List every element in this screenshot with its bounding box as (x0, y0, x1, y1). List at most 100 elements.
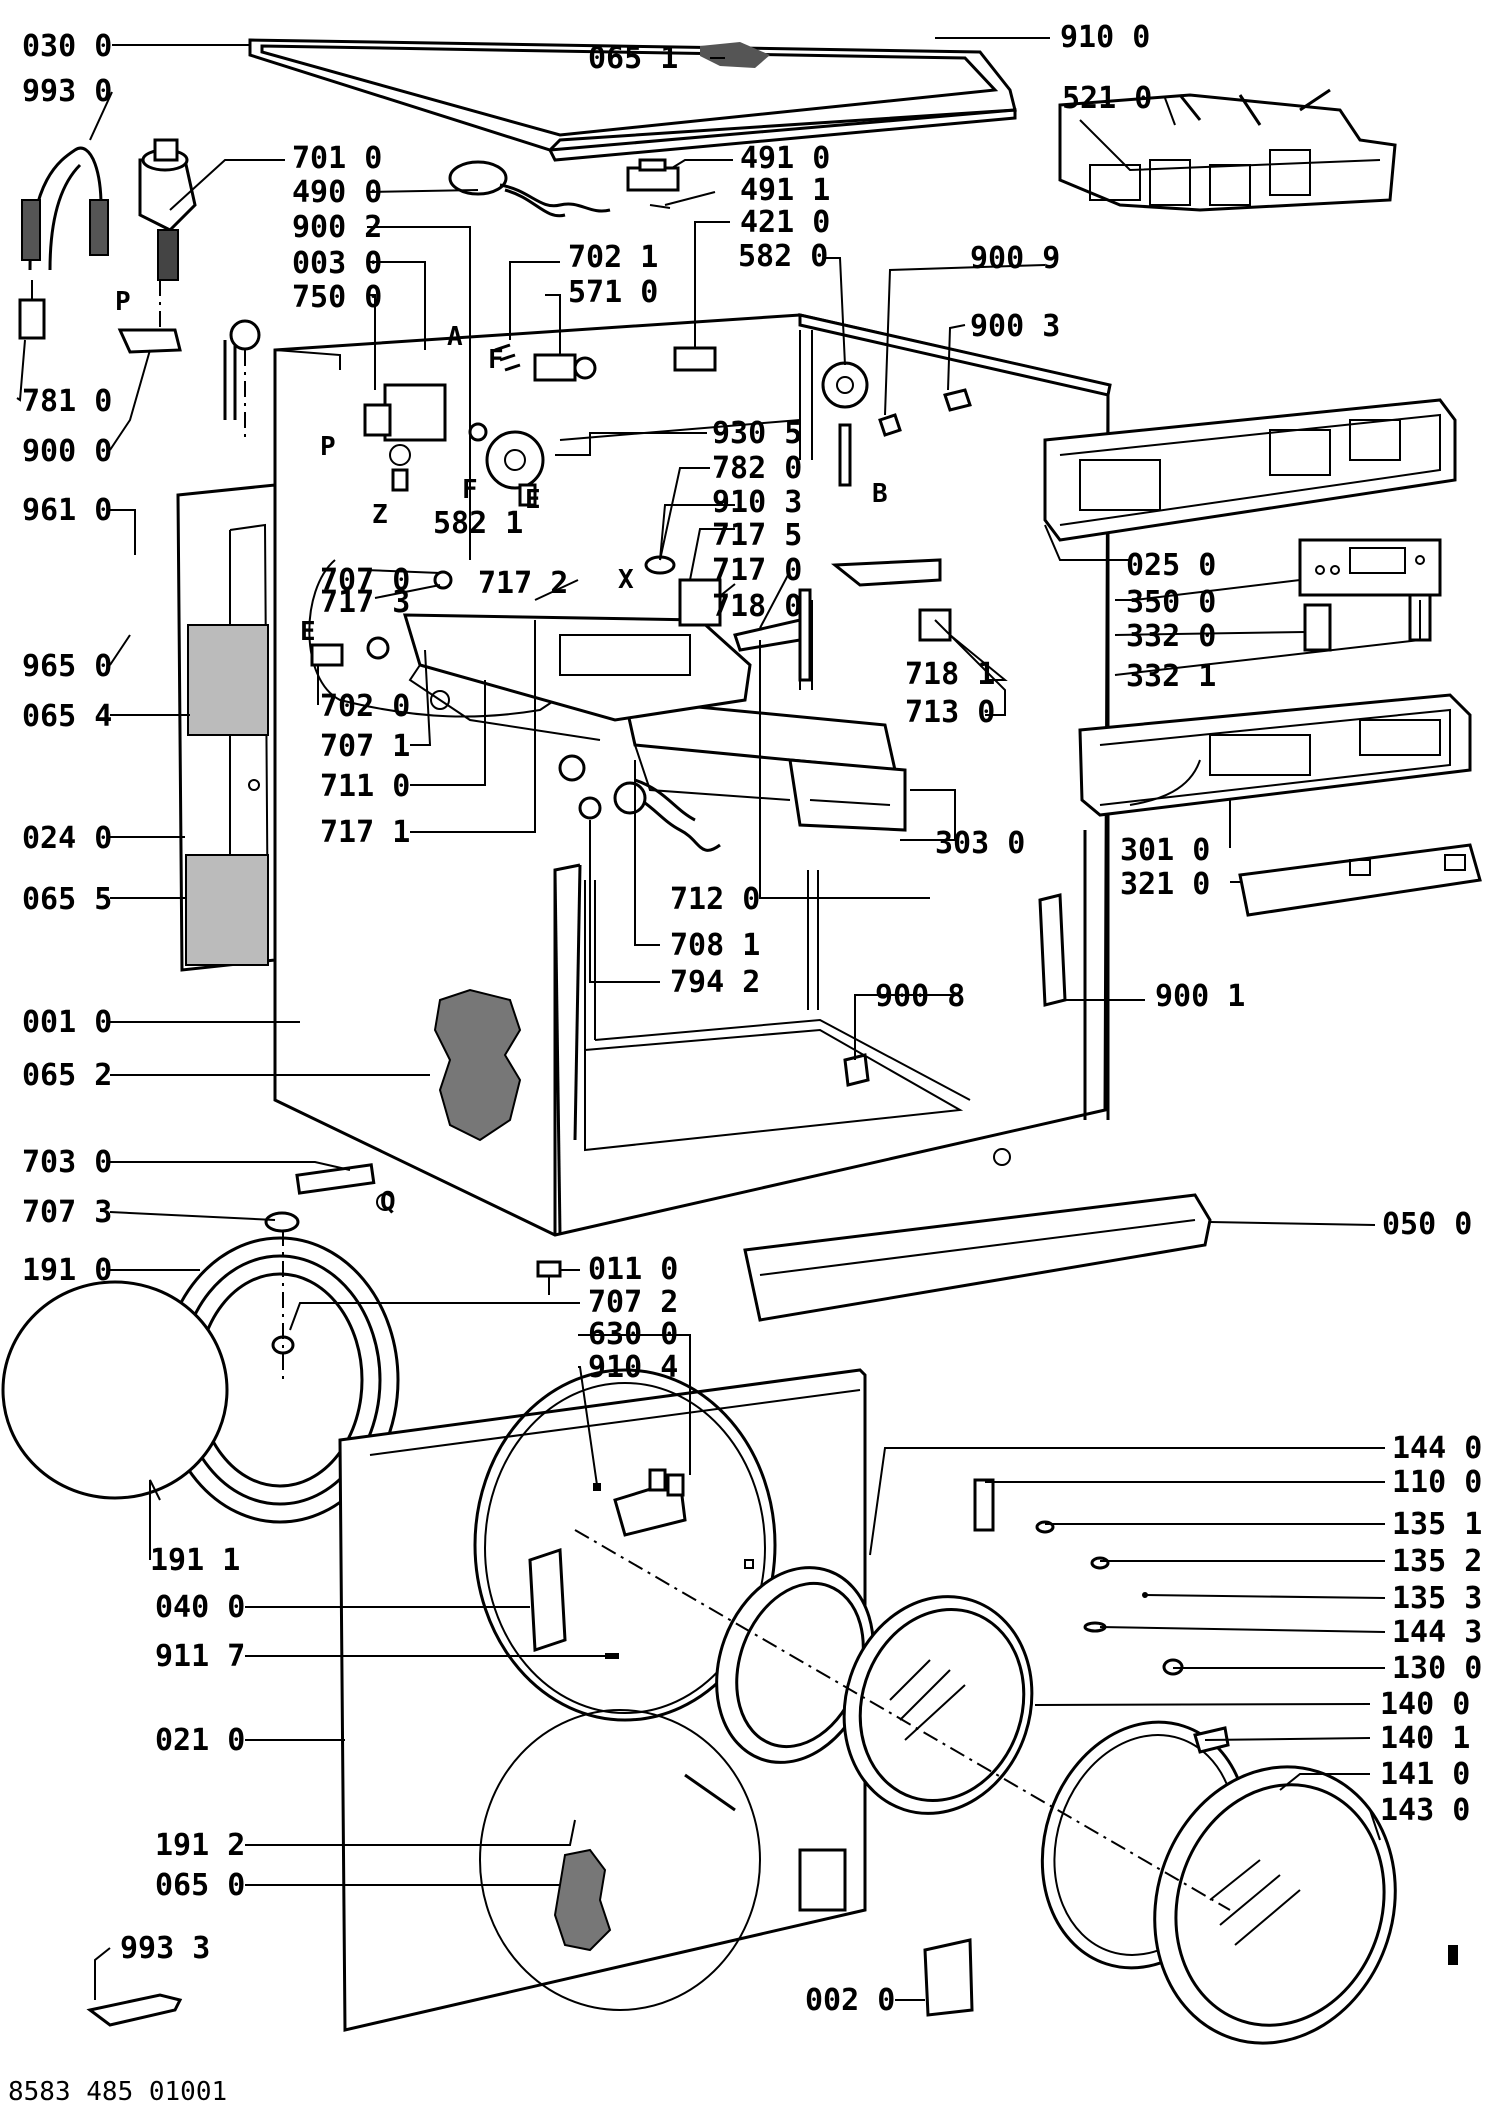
part-label: 707 2 (588, 1285, 678, 1320)
letter-mark-b: B (872, 479, 888, 509)
part-label: 065 0 (155, 1868, 245, 1903)
part-717-0 (678, 578, 722, 627)
sound-pad-patch (700, 42, 770, 68)
part-label: 332 0 (1126, 619, 1216, 654)
part-label: 717 0 (712, 553, 802, 588)
part-label: 065 4 (22, 699, 112, 734)
part-label: 030 0 (22, 29, 112, 64)
spring-702-1 (494, 343, 521, 372)
part-label: 135 1 (1392, 1507, 1482, 1542)
part-label: 711 0 (320, 769, 410, 804)
part-label: 707 3 (22, 1195, 112, 1230)
pin-703 (295, 1163, 394, 1211)
label-plate-321 (1238, 843, 1482, 917)
part-label: 911 7 (155, 1639, 245, 1674)
part-label: 301 0 (1120, 833, 1210, 868)
part-label: 144 3 (1392, 1615, 1482, 1650)
part-label: 491 0 (740, 141, 830, 176)
part-label: 140 1 (1380, 1721, 1470, 1756)
control-panel-301 (1078, 693, 1472, 817)
letter-mark-z: Z (372, 500, 388, 530)
part-label: 110 0 (1392, 1465, 1482, 1500)
part-713-0 (830, 558, 942, 587)
pump-582-1 (468, 422, 545, 507)
part-label: 303 0 (935, 826, 1025, 861)
tool-993-3 (86, 1993, 183, 2027)
ring-part (558, 754, 586, 782)
part-label: 143 0 (1380, 1793, 1470, 1828)
top-lid (248, 38, 1017, 162)
part-label: 702 1 (568, 240, 658, 275)
letter-mark-p: P (115, 287, 131, 317)
part-number-labels: 030 0 065 1 910 0 993 0 521 0 701 0 491 … (22, 20, 1482, 2018)
part-label: 993 0 (22, 74, 112, 109)
sound-pad-065-5 (185, 854, 269, 966)
part-label: 713 0 (905, 695, 995, 730)
clip-900-9 (878, 413, 902, 437)
level-sensor-582-0 (821, 361, 869, 487)
part-label: 993 3 (120, 1931, 210, 1966)
board-350 (1298, 538, 1442, 597)
part-label: 011 0 (588, 1252, 678, 1287)
door-lock-630 (613, 1468, 687, 1537)
clip-900-3 (943, 388, 972, 412)
part-label: 750 0 (292, 280, 382, 315)
part-label: 900 2 (292, 210, 382, 245)
panel-frame-025 (1043, 398, 1457, 542)
screw-135-2 (1090, 1556, 1110, 1570)
part-label: 930 5 (712, 416, 802, 451)
part-label: 900 1 (1155, 979, 1245, 1014)
part-717-3 (433, 570, 453, 590)
part-label: 910 0 (1060, 20, 1150, 55)
valve-701 (138, 138, 197, 281)
part-label: 521 0 (1062, 81, 1152, 116)
part-label: 717 2 (478, 566, 568, 601)
letter-mark-p: P (320, 432, 336, 462)
part-label: 332 1 (1126, 659, 1216, 694)
part-label: 717 5 (712, 518, 802, 553)
part-label: 065 5 (22, 882, 112, 917)
clip-900-8 (843, 1053, 870, 1087)
part-label: 794 2 (670, 965, 760, 1000)
part-label: 490 0 (292, 175, 382, 210)
part-label: 025 0 (1126, 548, 1216, 583)
part-702-0 (310, 643, 344, 667)
part-label: 571 0 (568, 275, 658, 310)
part-label: 003 0 (292, 246, 382, 281)
module-491 (626, 158, 680, 209)
part-label: 191 0 (22, 1253, 112, 1288)
part-label: 707 1 (320, 729, 410, 764)
part-label: 002 0 (805, 1983, 895, 2018)
part-label: 701 0 (292, 141, 382, 176)
part-label: 717 1 (320, 815, 410, 850)
part-label: 141 0 (1380, 1757, 1470, 1792)
part-label: 021 0 (155, 1723, 245, 1758)
part-q-ring (430, 690, 450, 710)
part-label: 140 0 (1380, 1687, 1470, 1722)
part-label: 965 0 (22, 649, 112, 684)
part-label: 900 3 (970, 309, 1060, 344)
spring-191-2 (684, 1773, 736, 1812)
part-label: 712 0 (670, 882, 760, 917)
part-label: 900 9 (970, 241, 1060, 276)
dispenser-drawer-303 (623, 698, 907, 832)
bushing-707-3 (264, 1211, 300, 1233)
letter-mark-f: F (488, 345, 504, 375)
letter-marks: A F F P P Z E E B X Q (115, 287, 888, 1217)
hinge-040 (528, 1547, 567, 1653)
part-label: 630 0 (588, 1317, 678, 1352)
part-label: 024 0 (22, 821, 112, 856)
part-rail (798, 588, 812, 682)
part-label: 961 0 (22, 493, 112, 528)
part-label: 130 0 (1392, 1651, 1482, 1686)
clamp-900-0 (117, 328, 182, 354)
door-ring-144 (715, 1566, 875, 1764)
part-label: 703 0 (22, 1145, 112, 1180)
part-label: 421 0 (740, 205, 830, 240)
part-label: 782 0 (712, 451, 802, 486)
part-label: 001 0 (22, 1005, 112, 1040)
part-label: 910 3 (712, 485, 802, 520)
sound-pad-065-0 (553, 1848, 612, 1952)
part-label: 321 0 (1120, 867, 1210, 902)
